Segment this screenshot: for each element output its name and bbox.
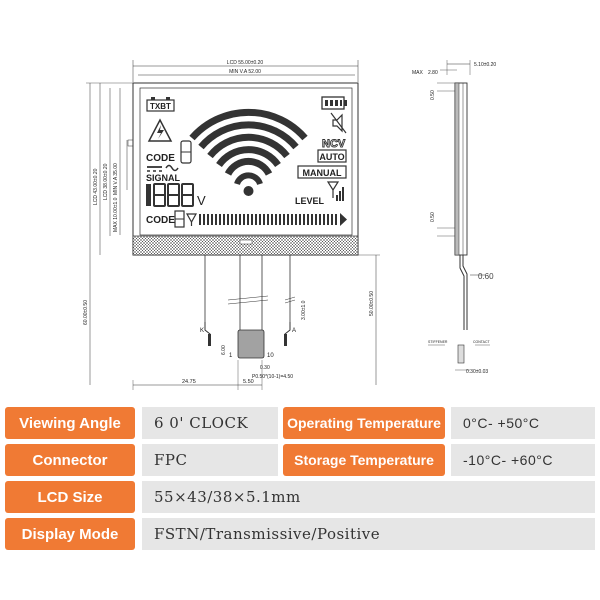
fpc-length-dim: 50.00±0.50 (369, 291, 375, 316)
side-bottom-dim: 0.30±0.03 (466, 369, 488, 375)
spec-value: 0°C- +50°C (451, 407, 595, 439)
side-thickness: 5.10±0.20 (474, 62, 496, 68)
side-050-mid: 0.50 (430, 212, 436, 222)
side-max-label: MAX (412, 70, 424, 76)
fpc-small-dim: 3.00±1.0 (301, 300, 307, 320)
spec-row-connector: Connector FPC Storage Temperature -10°C-… (0, 444, 600, 480)
seg-ncv: NCV (322, 138, 346, 150)
min-va-width-dim: MIN V.A 52.00 (229, 69, 261, 75)
max-dim: MAX 10.00±1.0 (113, 197, 119, 232)
seg-volt: V (197, 193, 206, 208)
spec-row-display-mode: Display Mode FSTN/Transmissive/Positive (0, 518, 600, 554)
a-label: A (292, 328, 296, 334)
spec-label: Storage Temperature (283, 444, 445, 476)
side-050-top: 0.50 (430, 90, 436, 100)
spec-row-viewing-angle: Viewing Angle 6 0' CLOCK Operating Tempe… (0, 407, 600, 443)
spec-label: Display Mode (5, 518, 135, 550)
spec-label: Operating Temperature (283, 407, 445, 439)
spec-label: LCD Size (5, 481, 135, 513)
seg-txbt: TXBT (150, 102, 171, 111)
min-va-height-dim: MIN V.A 35.00 (113, 163, 119, 195)
side-max-val: 2.80 (428, 70, 438, 76)
side-060: 0.60 (478, 272, 494, 281)
seg-digits-group (146, 183, 194, 207)
k-label: K (200, 328, 204, 334)
spec-value: 6 0' CLOCK (142, 407, 278, 439)
left-offset-dim: 24.75 (182, 379, 196, 385)
pin10-label: 10 (267, 353, 274, 359)
side-contact: CONTACT (473, 340, 491, 344)
technical-drawing: LCD 55.00±0.20 MIN V.A 52.00 LCD 43.00±0… (83, 60, 496, 390)
spec-label: Viewing Angle (5, 407, 135, 439)
pitch-dim: P0.50*(10-1)=4.50 (252, 374, 293, 380)
spec-label: Connector (5, 444, 135, 476)
pin-gap-dim: 0.30 (260, 365, 270, 371)
spec-value: FSTN/Transmissive/Positive (142, 518, 595, 550)
lcd-height-dim: LCD 43.00±0.20 (93, 168, 99, 205)
spec-value: 55×43/38×5.1mm (142, 481, 595, 513)
seg-code-top: CODE (146, 153, 175, 164)
fpc-contacts (237, 329, 265, 359)
seg-level: LEVEL (295, 196, 325, 206)
seg-signal-arcs (189, 108, 308, 196)
fpc-width-dim: 5.50 (243, 379, 254, 385)
lcd-height-dim2: LCD 38.00±0.20 (103, 163, 109, 200)
lcd-width-dim: LCD 55.00±0.20 (227, 60, 264, 66)
spec-value: FPC (142, 444, 278, 476)
seg-signal: SIGNAL (146, 173, 181, 183)
seg-manual: MANUAL (303, 168, 342, 178)
spec-row-lcd-size: LCD Size 55×43/38×5.1mm (0, 481, 600, 517)
seg-auto: AUTO (319, 152, 344, 162)
total-height-dim: 60.00±0.50 (83, 300, 89, 325)
spec-value: -10°C- +60°C (451, 444, 595, 476)
pin1-label: 1 (229, 353, 233, 359)
seg-code-bottom: CODE (146, 215, 175, 226)
pin-height-dim: 6.00 (221, 345, 227, 355)
lcd-seal-strip (132, 235, 359, 256)
side-stiffener: STIFFENER (428, 340, 448, 344)
seg-bar-graph (199, 213, 347, 226)
